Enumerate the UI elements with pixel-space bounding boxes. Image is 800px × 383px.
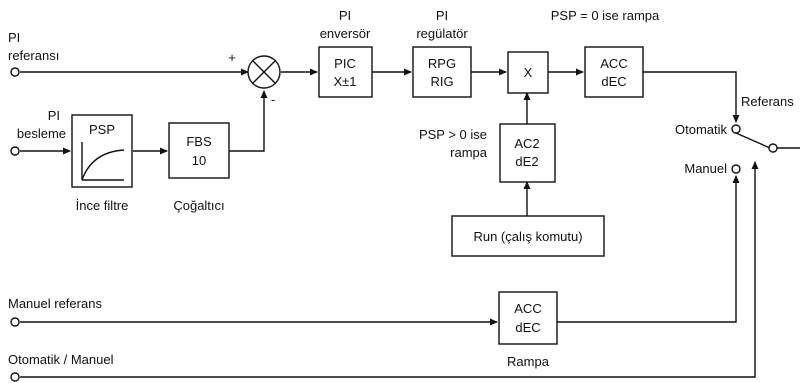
psp-positive-label-2: rampa (450, 145, 488, 160)
fbs-block-label-2: 10 (192, 153, 206, 168)
acc-dec-block: ACC dEC (584, 46, 644, 98)
switch-blade (735, 132, 771, 149)
pi-reference-label-1: PI (8, 30, 20, 45)
ramp-label: Rampa (507, 354, 550, 369)
manual-reference-label: Manuel referans (8, 296, 102, 311)
pic-block-label-2: X±1 (333, 74, 356, 89)
pic-block-label-1: PIC (334, 56, 356, 71)
psp-filter-block: PSP (71, 114, 133, 188)
inverter-label-1: PI (339, 8, 351, 23)
summing-junction (247, 55, 281, 89)
ac2-block-label-2: dE2 (515, 154, 538, 169)
manual-label: Manuel (684, 161, 727, 176)
rpg-block-label-2: RIG (430, 74, 453, 89)
fbs-block-label-1: FBS (186, 134, 212, 149)
automatic-label: Otomatik (675, 122, 728, 137)
inverter-label-2: enversör (320, 26, 371, 41)
rpg-regulator-block: RPG RIG (412, 46, 472, 98)
multiplier-label: Çoğaltıcı (173, 198, 224, 213)
pi-feedback-terminal (10, 146, 20, 156)
pi-feedback-label-2: besleme (17, 126, 66, 141)
mult-block-label: X (524, 65, 533, 80)
fbs-multiplier-block: FBS 10 (168, 122, 230, 179)
psp-block-label: PSP (89, 122, 115, 137)
psp-positive-label-1: PSP > 0 ise (419, 127, 487, 142)
psp-zero-label: PSP = 0 ise rampa (551, 8, 660, 23)
ac2-de2-block: AC2 dE2 (499, 123, 556, 183)
run-block-label: Run (çalış komutu) (473, 229, 582, 244)
plus-sign: + (228, 50, 236, 65)
pi-feedback-label-1: PI (48, 108, 60, 123)
pi-reference-terminal (10, 67, 20, 77)
acc-to-automatic-line (643, 71, 740, 123)
regulator-label-1: PI (436, 8, 448, 23)
regulator-label-2: regülatör (416, 26, 468, 41)
ramp-block-label-2: dEC (515, 320, 540, 335)
ac2-block-label-1: AC2 (514, 136, 539, 151)
acc-block-label-1: ACC (600, 56, 627, 71)
auto-manual-label: Otomatik / Manuel (8, 352, 114, 367)
manual-contact (731, 164, 741, 174)
pi-reference-label-2: referansı (8, 48, 59, 63)
fbs-to-sum-line (229, 90, 268, 152)
automatic-contact (731, 124, 741, 134)
pic-inverter-block: PIC X±1 (318, 46, 373, 98)
rpg-block-label-1: RPG (428, 56, 456, 71)
ramp-to-manual-line (557, 175, 740, 323)
fine-filter-label: İnce filtre (76, 198, 129, 213)
ramp-acc-dec-block: ACC dEC (498, 291, 558, 345)
auto-manual-control-line (20, 161, 759, 378)
switch-output-contact (768, 143, 778, 153)
auto-manual-terminal (10, 372, 20, 382)
minus-sign: - (271, 92, 275, 107)
ramp-block-label-1: ACC (514, 301, 541, 316)
mult-block: X (507, 51, 549, 94)
run-command-block: Run (çalış komutu) (451, 215, 605, 257)
manual-reference-terminal (10, 317, 20, 327)
reference-label: Referans (741, 94, 794, 109)
acc-block-label-2: dEC (601, 74, 626, 89)
